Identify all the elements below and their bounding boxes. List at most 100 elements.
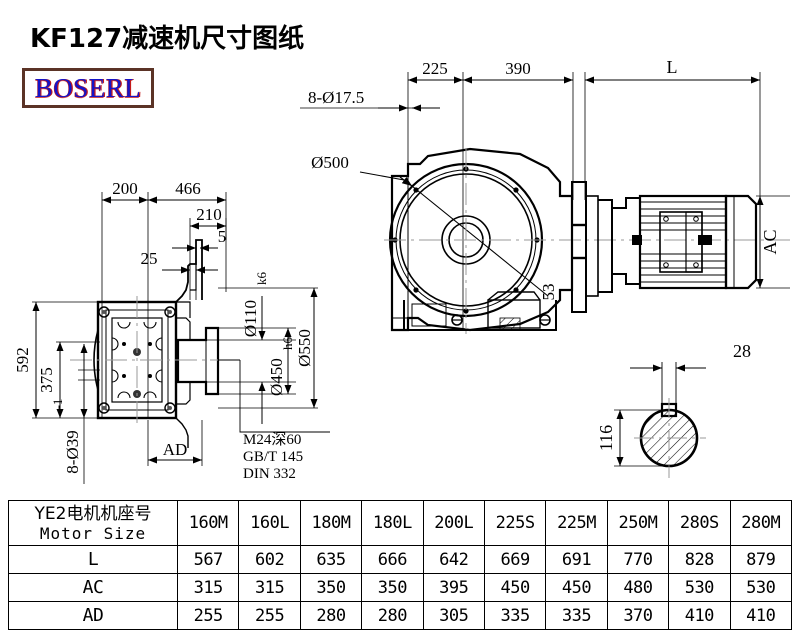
dim-210: 210 bbox=[190, 205, 226, 230]
table-header-en: Motor Size bbox=[39, 523, 147, 543]
cell-L-7: 770 bbox=[606, 545, 670, 574]
table-col-0: 160M bbox=[176, 500, 240, 546]
table-row: AC 315 315 350 350 395 450 450 480 530 5… bbox=[8, 573, 793, 602]
note-line-2: GB/T 145 bbox=[243, 449, 303, 465]
dim-D450-label: Ø450 bbox=[267, 358, 286, 396]
dim-200: 200 bbox=[102, 179, 148, 204]
dim-L: L bbox=[585, 57, 760, 84]
table-col-1: 160L bbox=[238, 500, 301, 546]
cell-AC-3: 350 bbox=[361, 573, 424, 602]
dim-D110-label: Ø110 bbox=[241, 300, 260, 337]
cell-AC-8: 530 bbox=[668, 573, 731, 602]
dim-592-label: 592 bbox=[13, 347, 32, 373]
logo-text: BOSERL bbox=[34, 72, 142, 103]
dim-28: 28 bbox=[630, 341, 751, 408]
dim-5: 5 bbox=[172, 227, 227, 252]
cell-AD-8: 410 bbox=[668, 601, 731, 630]
dim-D450: Ø450 h6 bbox=[267, 328, 295, 396]
table-row: AD 255 255 280 280 305 335 335 370 410 4… bbox=[8, 601, 793, 630]
dim-AC-label: AC bbox=[760, 229, 780, 254]
dim-D550: Ø550 bbox=[295, 288, 318, 408]
motor-size-table: YE2电机机座号 Motor Size 160M 160L 180M 180L … bbox=[8, 500, 793, 630]
dim-225: 225 bbox=[408, 59, 463, 84]
cell-L-2: 635 bbox=[299, 545, 363, 574]
dim-5-label: 5 bbox=[218, 227, 227, 246]
cell-L-4: 642 bbox=[422, 545, 485, 574]
dim-AD-label: AD bbox=[163, 440, 188, 459]
cell-L-5: 669 bbox=[483, 545, 547, 574]
cell-AC-1: 315 bbox=[238, 573, 301, 602]
cell-L-1: 602 bbox=[238, 545, 301, 574]
cell-AD-0: 255 bbox=[176, 601, 240, 630]
keyway-detail-view: 28 116 bbox=[596, 341, 751, 478]
dim-592: 592 bbox=[13, 301, 100, 419]
dim-D450-sub-label: h6 bbox=[280, 337, 295, 351]
cell-AC-9: 530 bbox=[729, 573, 793, 602]
cell-AD-3: 280 bbox=[361, 601, 424, 630]
table-header-cn: YE2电机机座号 bbox=[34, 503, 152, 524]
cell-AC-6: 450 bbox=[545, 573, 608, 602]
output-shaft-assembly bbox=[175, 239, 220, 448]
detail-centerlines bbox=[634, 398, 706, 478]
dim-D110-sub-label: k6 bbox=[254, 272, 269, 286]
row-label-AD: AD bbox=[8, 601, 178, 630]
dim-bolt-holes: 8-Ø17.5 bbox=[308, 88, 440, 112]
brand-logo: BOSERL bbox=[22, 68, 154, 108]
cell-AC-5: 450 bbox=[483, 573, 547, 602]
dim-8xD39-label: 8-Ø39 bbox=[63, 430, 82, 473]
dim-116: 116 bbox=[596, 409, 670, 467]
dim-200-label: 200 bbox=[112, 179, 138, 198]
cell-L-3: 666 bbox=[361, 545, 424, 574]
cell-AD-4: 305 bbox=[422, 601, 485, 630]
dim-flange-dia-label: Ø500 bbox=[311, 153, 349, 172]
table-col-8: 280S bbox=[668, 500, 731, 546]
dim-AD: AD bbox=[147, 420, 203, 466]
table-col-7: 250M bbox=[606, 500, 670, 546]
dim-D110: Ø110 k6 bbox=[241, 272, 269, 424]
cell-AD-7: 370 bbox=[606, 601, 670, 630]
dim-25: 25 bbox=[141, 249, 218, 274]
cell-L-8: 828 bbox=[668, 545, 731, 574]
dim-225-label: 225 bbox=[422, 59, 448, 78]
dim-28-label: 28 bbox=[733, 341, 751, 361]
page-title: KF127减速机尺寸图纸 bbox=[30, 24, 305, 54]
technical-drawing: 225 390 L 8-Ø17.5 bbox=[13, 57, 790, 484]
table-row: L 567 602 635 666 642 669 691 770 828 87… bbox=[8, 545, 793, 574]
dim-466-label: 466 bbox=[175, 179, 201, 198]
note-line-3: DIN 332 bbox=[243, 466, 296, 482]
cell-L-9: 879 bbox=[729, 545, 793, 574]
dim-375: 375 -1 bbox=[37, 341, 100, 418]
dim-L-label: L bbox=[667, 57, 678, 77]
note-line-1: M24深60 bbox=[243, 431, 301, 448]
motor-adapter bbox=[571, 181, 613, 313]
table-header-row: YE2电机机座号 Motor Size 160M 160L 180M 180L … bbox=[8, 500, 793, 546]
dim-bolt-holes-label: 8-Ø17.5 bbox=[308, 88, 364, 107]
dim-D550-label: Ø550 bbox=[295, 329, 314, 367]
cell-AD-9: 410 bbox=[729, 601, 793, 630]
row-label-AC: AC bbox=[8, 573, 178, 602]
side-view-centerlines bbox=[70, 296, 232, 428]
table-col-2: 180M bbox=[299, 500, 363, 546]
cell-AC-7: 480 bbox=[606, 573, 670, 602]
side-view: 200 466 210 5 25 bbox=[13, 179, 330, 484]
cell-AD-1: 255 bbox=[238, 601, 301, 630]
cell-AD-5: 335 bbox=[483, 601, 547, 630]
table-col-9: 280M bbox=[729, 500, 793, 546]
main-view: 225 390 L 8-Ø17.5 bbox=[300, 57, 790, 334]
dim-53-label: 53 bbox=[539, 284, 558, 301]
table-col-3: 180L bbox=[361, 500, 424, 546]
table-col-4: 200L bbox=[422, 500, 485, 546]
dim-116-label: 116 bbox=[596, 425, 616, 451]
cell-AD-2: 280 bbox=[299, 601, 363, 630]
dim-AC: AC bbox=[756, 195, 790, 289]
table-col-6: 225M bbox=[545, 500, 608, 546]
cell-AD-6: 335 bbox=[545, 601, 608, 630]
thread-note: M24深60 GB/T 145 DIN 332 bbox=[218, 359, 330, 482]
cell-AC-4: 395 bbox=[422, 573, 485, 602]
gearbox-base bbox=[403, 291, 557, 331]
table-header-motor-size: YE2电机机座号 Motor Size bbox=[8, 500, 178, 546]
dim-8xD39: 8-Ø39 bbox=[63, 344, 100, 484]
cell-L-0: 567 bbox=[176, 545, 240, 574]
diameter-witness-lines bbox=[206, 287, 318, 409]
gearbox-housing bbox=[390, 147, 574, 332]
